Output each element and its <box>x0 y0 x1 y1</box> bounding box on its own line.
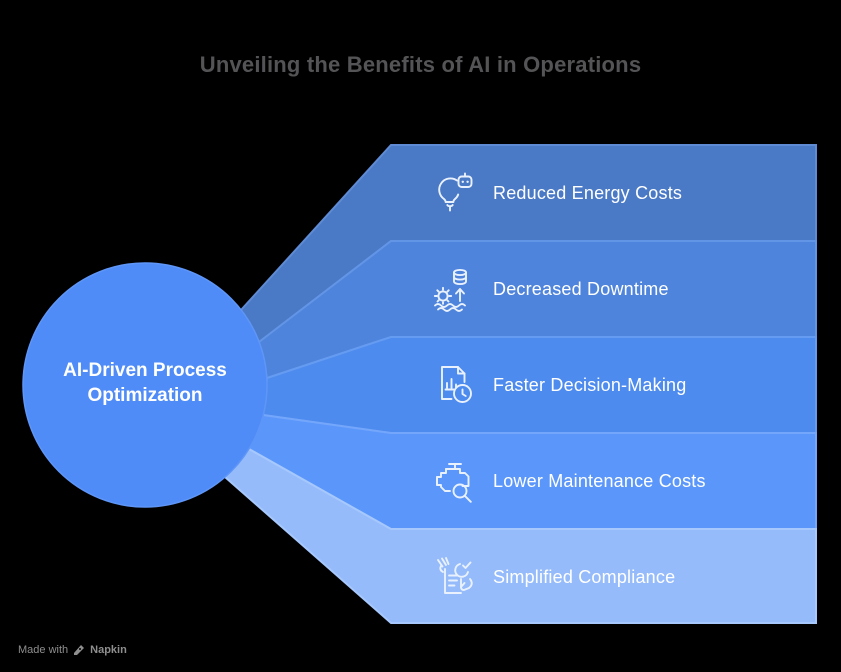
database-uptime-icon <box>430 265 478 313</box>
band-label: Faster Decision-Making <box>493 374 687 395</box>
lightbulb-ai-icon <box>430 169 478 217</box>
pen-nib-icon <box>73 644 85 656</box>
made-with-text: Made with <box>18 644 69 656</box>
napkin-brand-text: Napkin <box>90 644 127 656</box>
band-row-decreased-downtime: Decreased Downtime <box>430 241 816 337</box>
page-title: Unveiling the Benefits of AI in Operatio… <box>199 52 642 77</box>
band-row-lower-maintenance: Lower Maintenance Costs <box>430 433 816 529</box>
report-clock-icon <box>430 361 478 409</box>
engine-magnifier-icon <box>430 457 478 505</box>
band-row-simplified-compliance: Simplified Compliance <box>430 529 816 625</box>
band-row-faster-decisions: Faster Decision-Making <box>430 337 816 433</box>
band-label: Simplified Compliance <box>493 566 676 587</box>
center-node-circle <box>22 262 268 508</box>
band-label: Lower Maintenance Costs <box>493 470 706 491</box>
band-label: Decreased Downtime <box>493 278 669 299</box>
band-label: Reduced Energy Costs <box>493 182 683 203</box>
checklist-hands-icon <box>430 553 478 601</box>
made-with-napkin-credit: Made with Napkin <box>18 644 127 656</box>
band-row-reduced-energy: Reduced Energy Costs <box>430 145 816 241</box>
center-node-label: AI-Driven Process Optimization <box>63 360 227 406</box>
